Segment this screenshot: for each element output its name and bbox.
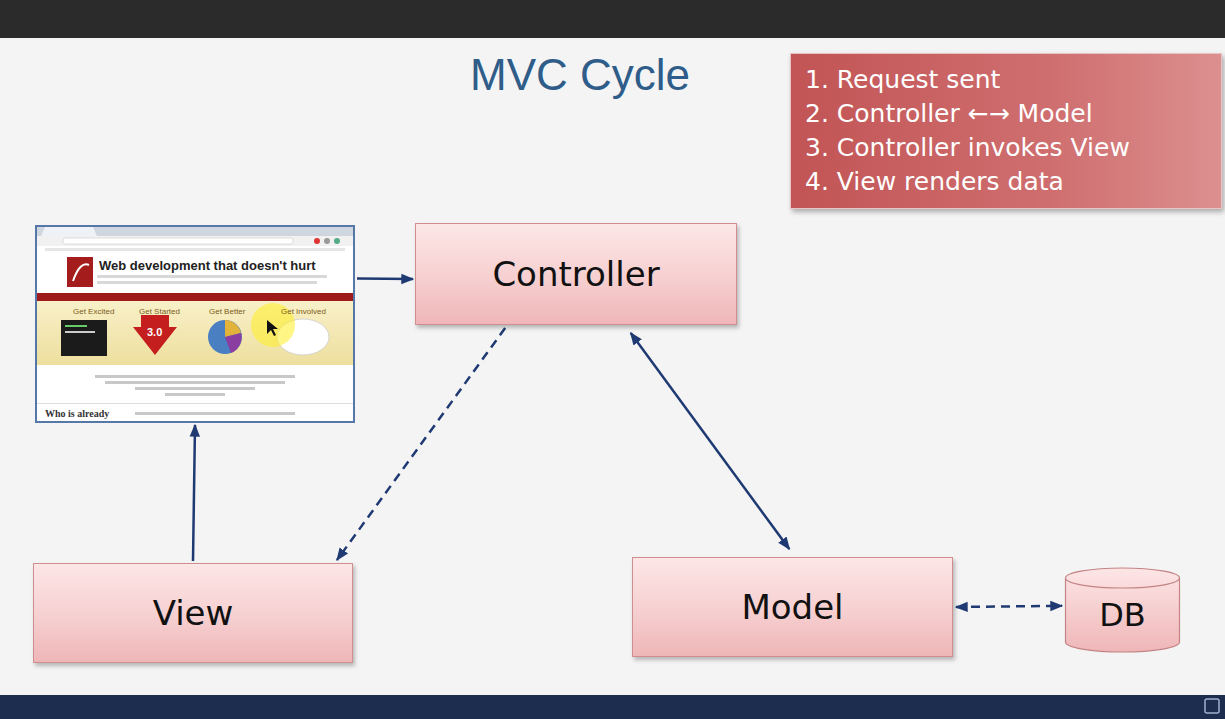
text-line — [165, 393, 225, 396]
dashed-arrow — [956, 606, 1062, 607]
text-line — [97, 281, 317, 284]
step-text: 4. View renders data — [805, 165, 1207, 199]
rails-logo-mark — [73, 264, 89, 281]
browser-screenshot-box: Web development that doesn't hurtGet Exc… — [35, 225, 355, 423]
browser-icon — [314, 238, 320, 244]
screenshot-text: Get Better — [209, 307, 245, 316]
view-box: View — [33, 563, 353, 663]
step-text: 2. Controller ←→ Model — [805, 97, 1207, 131]
box-label: DB — [1099, 596, 1146, 634]
arrow — [357, 277, 413, 280]
cylinder-rim — [1066, 578, 1180, 588]
slide-title: MVC Cycle — [330, 50, 830, 100]
screenshot-text: Get Excited — [73, 307, 114, 316]
download-arrow — [133, 315, 177, 355]
top-bar — [0, 0, 1225, 38]
terminal-line — [65, 325, 87, 327]
arrow — [631, 333, 790, 549]
screenshot-text: Who is already — [45, 408, 109, 420]
rails-logo — [67, 257, 93, 287]
screenshot-text: Get Involved — [281, 307, 326, 316]
red-band — [35, 293, 355, 301]
model-box: Model — [632, 557, 953, 657]
step-text: 3. Controller invokes View — [805, 131, 1207, 165]
url-field — [63, 238, 293, 244]
terminal-line — [65, 331, 95, 333]
box-label: Model — [741, 587, 843, 627]
dashed-arrow — [337, 328, 505, 560]
step-text: 1. Request sent — [805, 63, 1207, 97]
panel-row — [35, 301, 355, 365]
corner-icon — [1205, 699, 1219, 713]
controller-box: Controller — [415, 223, 737, 325]
text-line — [135, 387, 255, 390]
arrow — [193, 425, 195, 561]
browser-icon — [334, 238, 340, 244]
box-label: Controller — [492, 254, 659, 294]
nav-strip — [45, 248, 345, 251]
terminal-image — [61, 320, 107, 356]
mouse-cursor — [267, 320, 278, 336]
bottom-bar — [0, 695, 1225, 719]
cylinder-body — [1066, 568, 1180, 652]
text-line — [97, 275, 327, 278]
screenshot-text: 3.0 — [147, 326, 162, 339]
divider — [35, 403, 355, 404]
box-label: View — [153, 593, 234, 633]
text-line — [135, 412, 295, 415]
address-bar — [35, 236, 355, 246]
browser-icon — [324, 238, 330, 244]
browser-tab — [41, 227, 97, 236]
page-ground — [35, 225, 355, 423]
steps-callout: 1. Request sent2. Controller ←→ Model3. … — [790, 53, 1222, 209]
book-image — [225, 333, 242, 353]
screenshot-text: Get Started — [139, 307, 180, 316]
text-line — [95, 375, 295, 378]
database-cylinder: DB — [1065, 568, 1180, 652]
screenshot-text: Web development that doesn't hurt — [99, 259, 316, 274]
book-image — [208, 320, 242, 354]
browser-screenshot — [35, 225, 355, 423]
text-line — [105, 381, 285, 384]
